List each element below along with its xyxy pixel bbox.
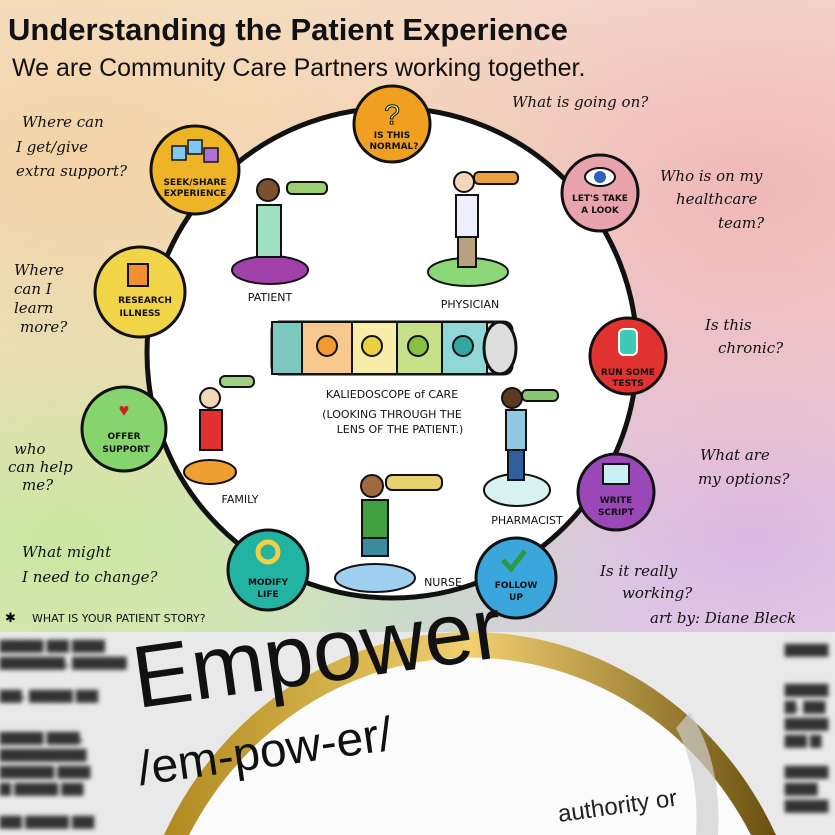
svg-text:me?: me?	[22, 476, 54, 494]
node-label: UP	[509, 593, 523, 603]
node-label: LIFE	[257, 590, 278, 600]
svg-text:healthcare: healthcare	[676, 190, 757, 208]
svg-text:What are: What are	[700, 446, 770, 464]
svg-text:I need to change?: I need to change?	[21, 568, 158, 586]
role-patient: PATIENT	[248, 291, 293, 304]
center-title: KALIEDOSCOPE of CARE	[326, 388, 458, 401]
svg-text:working?: working?	[622, 584, 693, 602]
question-change: What might I need to change?	[21, 543, 158, 586]
node-modify-life: MODIFY LIFE	[226, 528, 310, 612]
role-pharmacist: PHARMACIST	[491, 514, 563, 527]
node-label: FOLLOW	[495, 581, 538, 591]
svg-text:I get/give: I get/give	[15, 138, 88, 156]
svg-text:What might: What might	[22, 543, 112, 561]
svg-text:Is it really: Is it really	[599, 562, 678, 580]
node-label: LET'S TAKE	[572, 194, 628, 204]
node-label: MODIFY	[248, 578, 289, 588]
instagram-icon	[203, 147, 219, 163]
patient-figure	[231, 178, 328, 285]
node-label: WRITE	[600, 496, 633, 506]
nurse-figure	[334, 474, 443, 593]
cycle-arrow-icon	[255, 539, 281, 565]
question-extra-support: Where can I get/give extra support?	[15, 113, 128, 180]
book-icon	[127, 263, 149, 287]
pharmacist-figure	[483, 387, 559, 507]
question-working: Is it really working?	[599, 562, 693, 602]
node-research-illness: RESEARCH ILLNESS	[93, 245, 187, 339]
node-label: RUN SOME	[601, 368, 655, 378]
role-nurse: NURSE	[424, 576, 462, 589]
svg-text:my options?: my options?	[698, 470, 790, 488]
svg-text:learn: learn	[14, 299, 53, 317]
infographic: Understanding the Patient Experience We …	[0, 0, 835, 632]
svg-text:Is this: Is this	[704, 316, 752, 334]
question-mark-icon: ?	[384, 99, 400, 130]
node-follow-up: FOLLOW UP	[474, 536, 558, 620]
family-figure	[183, 375, 255, 485]
heart-icon: ♥	[119, 400, 130, 420]
role-physician: PHYSICIAN	[441, 298, 500, 311]
node-offer-support: ♥ OFFER SUPPORT	[80, 385, 168, 473]
node-run-some-tests: RUN SOME TESTS	[588, 316, 668, 396]
svg-text:chronic?: chronic?	[718, 339, 784, 357]
kaleidoscope-icon	[270, 320, 518, 376]
svg-text:more?: more?	[20, 318, 68, 336]
node-label: SEEK/SHARE	[163, 178, 226, 188]
node-label: NORMAL?	[370, 142, 419, 152]
art-credit: art by: Diane Bleck	[650, 609, 796, 627]
node-seek-share-experience: SEEK/SHARE EXPERIENCE	[149, 124, 241, 216]
node-label: ILLNESS	[119, 309, 160, 319]
svg-text:extra support?: extra support?	[16, 162, 128, 180]
question-healthcare-team: Who is on my healthcare team?	[660, 167, 765, 232]
node-label: RESEARCH	[118, 296, 172, 306]
prescription-icon	[602, 463, 630, 485]
svg-text:can I: can I	[14, 280, 53, 298]
svg-text:Who is on my: Who is on my	[660, 167, 763, 185]
question-going-on: What is going on?	[512, 93, 649, 111]
node-is-this-normal: ? IS THIS NORMAL?	[352, 84, 432, 164]
question-chronic: Is this chronic?	[704, 316, 784, 357]
star-icon: ✱	[5, 610, 16, 625]
node-lets-take-a-look: LET'S TAKE A LOOK	[560, 153, 640, 233]
question-learn-more: Where can I learn more?	[14, 261, 68, 336]
checkmark-icon	[501, 549, 527, 573]
node-label: IS THIS	[374, 131, 410, 141]
node-label: SUPPORT	[102, 445, 150, 455]
svg-text:Where can: Where can	[22, 113, 104, 131]
svg-text:Where: Where	[14, 261, 64, 279]
test-cup-icon	[618, 328, 638, 356]
center-subtitle-2: LENS OF THE PATIENT.)	[337, 423, 464, 436]
role-family: FAMILY	[222, 493, 259, 506]
question-options: What are my options?	[698, 446, 790, 488]
center-subtitle-1: (LOOKING THROUGH THE	[322, 408, 462, 421]
node-label: TESTS	[612, 379, 643, 389]
svg-text:who: who	[14, 440, 46, 458]
twitter-icon	[171, 145, 187, 161]
node-label: OFFER	[107, 432, 140, 442]
physician-figure	[427, 171, 519, 287]
node-label: SCRIPT	[598, 508, 635, 518]
node-label: A LOOK	[581, 206, 620, 216]
node-label: EXPERIENCE	[164, 189, 227, 199]
empower-photo: ▆▆▆▆ ▆▆ ▆▆▆▆▆▆▆▆▆, ▆▆▆▆▆ ▆▆. ▆▆▆▆ ▆▆ ▆▆▆…	[0, 577, 835, 835]
magnifier-lens	[189, 657, 751, 835]
svg-text:can help: can help	[8, 458, 73, 476]
page-subtitle: We are Community Care Partners working t…	[12, 54, 585, 82]
svg-text:team?: team?	[718, 214, 765, 232]
patient-story-prompt: WHAT IS YOUR PATIENT STORY?	[32, 612, 206, 625]
node-write-script: WRITE SCRIPT	[576, 452, 656, 532]
facebook-icon	[187, 139, 203, 155]
page-title: Understanding the Patient Experience	[8, 12, 568, 47]
question-who-can-help: who can help me?	[8, 440, 73, 494]
